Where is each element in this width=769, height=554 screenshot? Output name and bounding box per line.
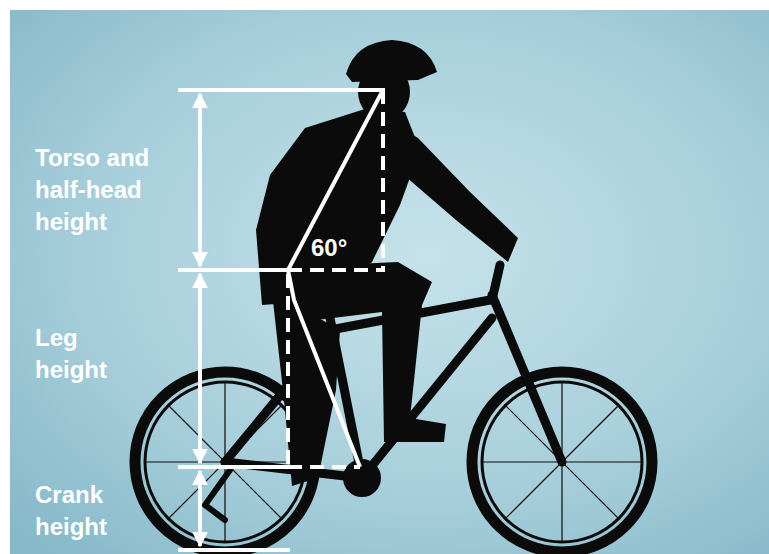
dimension-label: Torso and half-head height [35, 142, 185, 238]
angle-label: 60° [311, 232, 381, 264]
dimension-label: Leg height [35, 322, 135, 386]
cyclist-silhouette [256, 40, 518, 486]
dimension-label: Crank height [35, 479, 135, 543]
dimension-lines [178, 90, 385, 550]
photo-background [10, 10, 769, 554]
